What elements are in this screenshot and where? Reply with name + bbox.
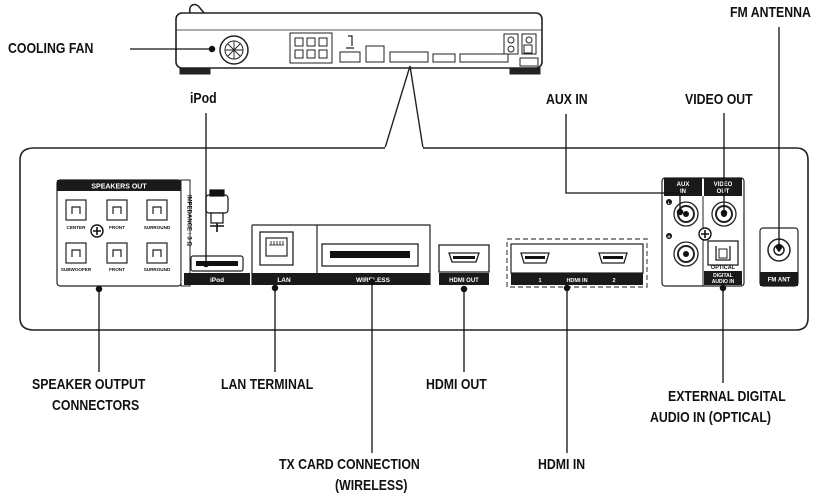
callout-ipod: iPod bbox=[190, 90, 217, 107]
ipod-connector[interactable] bbox=[190, 255, 244, 272]
unit-rear-view bbox=[175, 3, 543, 75]
callout-lan-terminal: LAN TERMINAL bbox=[221, 376, 314, 393]
ipod-dock-icon bbox=[205, 189, 229, 232]
aux-in-label-1: AUX bbox=[677, 182, 690, 188]
subwoofer-label: SUBWOOFER bbox=[61, 267, 92, 272]
polarity-plus-icon-2 bbox=[698, 227, 712, 241]
fm-ant-port-label: FM ANT bbox=[768, 278, 791, 284]
video-out-label-2: OUT bbox=[717, 189, 730, 195]
callout-hdmi-out: HDMI OUT bbox=[426, 376, 487, 393]
lan-connector[interactable] bbox=[259, 231, 294, 266]
hdmi-in-1-label: 1 bbox=[538, 278, 541, 284]
aux-in-label-2: IN bbox=[680, 189, 686, 195]
callout-tx-card-1: TX CARD CONNECTION bbox=[279, 456, 420, 473]
callout-fm-antenna: FM ANTENNA bbox=[730, 4, 811, 21]
cooling-fan-icon bbox=[219, 35, 249, 65]
speaker-connector-surround-r[interactable] bbox=[146, 199, 168, 221]
hdmi-in-2-label: 2 bbox=[612, 278, 615, 284]
lan-port-label: LAN bbox=[277, 277, 291, 284]
aux-in-r-jack[interactable] bbox=[673, 241, 699, 267]
hdmi-out-connector[interactable] bbox=[438, 244, 490, 273]
hdmi-in-port-label: HDMI IN bbox=[566, 278, 587, 284]
speaker-connector-front-l[interactable] bbox=[106, 242, 128, 264]
aux-r-marker: R bbox=[668, 234, 671, 239]
speaker-connector-subwoofer[interactable] bbox=[65, 242, 87, 264]
speaker-connector-center[interactable] bbox=[65, 199, 87, 221]
speaker-connector-surround-l[interactable] bbox=[146, 242, 168, 264]
leader-lines bbox=[95, 27, 783, 453]
hdmi-out-port-label: HDMI OUT bbox=[449, 278, 479, 284]
aux-l-marker: L bbox=[668, 200, 671, 205]
callout-video-out: VIDEO OUT bbox=[685, 91, 753, 108]
hdmi-in-group bbox=[506, 238, 648, 288]
front-r-label: FRONT bbox=[109, 225, 125, 230]
surround-r-label: SURROUND bbox=[144, 225, 171, 230]
hdmi-in-2-connector[interactable] bbox=[598, 252, 628, 264]
center-label: CENTER bbox=[67, 225, 87, 230]
ipod-port-label: iPod bbox=[210, 277, 224, 284]
wireless-tx-card-slot[interactable] bbox=[321, 243, 419, 267]
aux-video-optical-block: AUX IN VIDEO OUT L R bbox=[661, 177, 745, 287]
polarity-plus-icon bbox=[90, 224, 104, 238]
optical-label: OPTICAL bbox=[711, 265, 736, 271]
video-out-label-1: VIDEO bbox=[714, 182, 733, 188]
callout-speaker-output-1: SPEAKER OUTPUT bbox=[32, 376, 146, 393]
callout-tx-card-2: (WIRELESS) bbox=[335, 477, 408, 494]
front-l-label: FRONT bbox=[109, 267, 125, 272]
callout-external-digital-2: AUDIO IN (OPTICAL) bbox=[650, 409, 771, 426]
speakers-out-block: SPEAKERS OUT IMPEDANCE : 3 Ω CENTER FRON… bbox=[56, 179, 192, 287]
callout-external-digital-1: EXTERNAL DIGITAL bbox=[668, 388, 786, 405]
callout-cooling-fan: COOLING FAN bbox=[8, 40, 94, 57]
hdmi-in-1-connector[interactable] bbox=[520, 252, 550, 264]
callout-speaker-output-2: CONNECTORS bbox=[52, 397, 140, 414]
digital-audio-label-2: AUDIO IN bbox=[712, 279, 735, 285]
digital-audio-label-1: DIGITAL bbox=[713, 273, 733, 279]
surround-l-label: SURROUND bbox=[144, 267, 171, 272]
speakers-out-label: SPEAKERS OUT bbox=[91, 184, 147, 191]
callout-aux-in: AUX IN bbox=[546, 91, 588, 108]
speaker-connector-front-r[interactable] bbox=[106, 199, 128, 221]
zoom-wedge bbox=[384, 65, 424, 149]
impedance-label: IMPEDANCE : 3 Ω bbox=[186, 195, 192, 246]
optical-input-jack[interactable] bbox=[707, 240, 739, 266]
callout-hdmi-in: HDMI IN bbox=[538, 456, 586, 473]
